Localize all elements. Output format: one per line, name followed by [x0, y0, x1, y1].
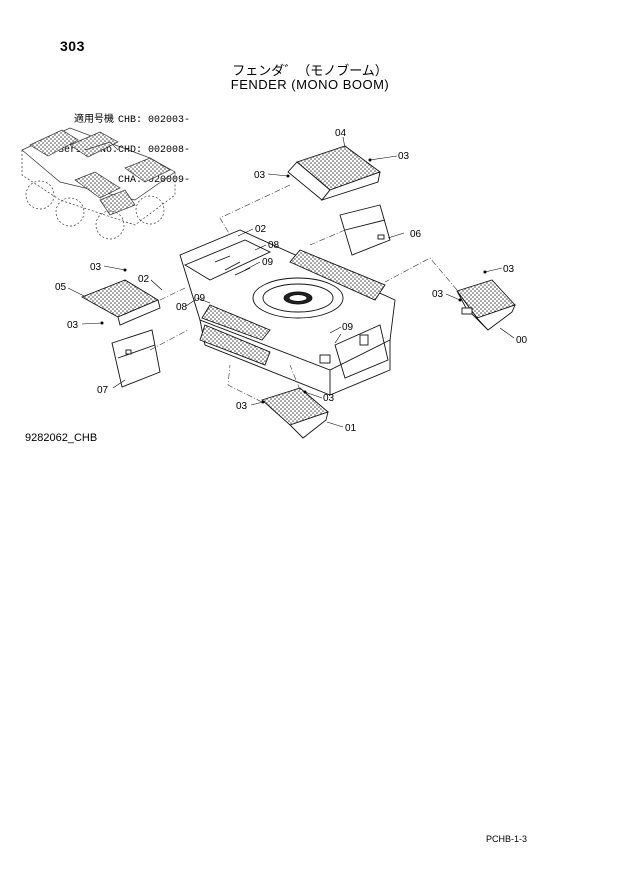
callout-08: 08: [176, 302, 188, 313]
callout-03: 03: [254, 170, 266, 181]
callout-09: 09: [194, 293, 206, 304]
assembly-lines: [149, 184, 458, 403]
callout-02: 02: [255, 224, 267, 235]
serial-code: CHB:: [118, 115, 143, 126]
drawing-id: 9282062_CHB: [25, 432, 98, 444]
fender-07: [111, 329, 161, 388]
bolts: [100, 158, 487, 404]
callout-06: 06: [410, 229, 422, 240]
fender-05: [80, 279, 161, 326]
serial-value: 002008-: [148, 145, 191, 156]
title-japanese: フェンダ゛（モノブーム）: [232, 63, 388, 78]
callout-09: 09: [262, 257, 274, 268]
upperstructure-frame: [179, 229, 396, 396]
callout-00: 00: [516, 335, 528, 346]
callout-03: 03: [236, 401, 248, 412]
callout-03: 03: [503, 264, 515, 275]
fender-06: [339, 204, 391, 256]
callout-labels: 04 03 03 06 02 08 09 03 02 05 09 08 03 0…: [55, 128, 528, 434]
callout-03: 03: [90, 262, 102, 273]
callout-04: 04: [335, 128, 347, 139]
serial-label: Serial No.: [58, 145, 119, 156]
title-english: FENDER (MONO BOOM): [230, 77, 390, 92]
callout-09: 09: [342, 322, 354, 333]
callout-05: 05: [55, 282, 67, 293]
serial-row: 適用号機 CHB: 002003-: [58, 116, 190, 126]
page-number: 303: [60, 38, 85, 54]
callout-01: 01: [345, 423, 357, 434]
fender-01: [261, 387, 329, 439]
serial-code: CHA:: [118, 175, 143, 186]
machine-overview-sketch: [21, 127, 176, 240]
callout-03: 03: [67, 320, 79, 331]
callout-08: 08: [268, 240, 280, 251]
serial-label: 適用号機: [74, 115, 114, 126]
callout-03: 03: [432, 289, 444, 300]
fender-04: [287, 145, 381, 201]
serial-value: 020009-: [148, 175, 191, 186]
callout-03: 03: [323, 393, 335, 404]
page-reference: PCHB-1-3: [486, 834, 528, 844]
fender-00: [456, 279, 516, 331]
serial-value: 002003-: [148, 115, 191, 126]
serial-row: CHA: 020009-: [58, 176, 190, 186]
callout-03: 03: [398, 151, 410, 162]
callout-02: 02: [138, 274, 150, 285]
callout-07: 07: [97, 385, 109, 396]
leader-lines: [67, 136, 515, 428]
